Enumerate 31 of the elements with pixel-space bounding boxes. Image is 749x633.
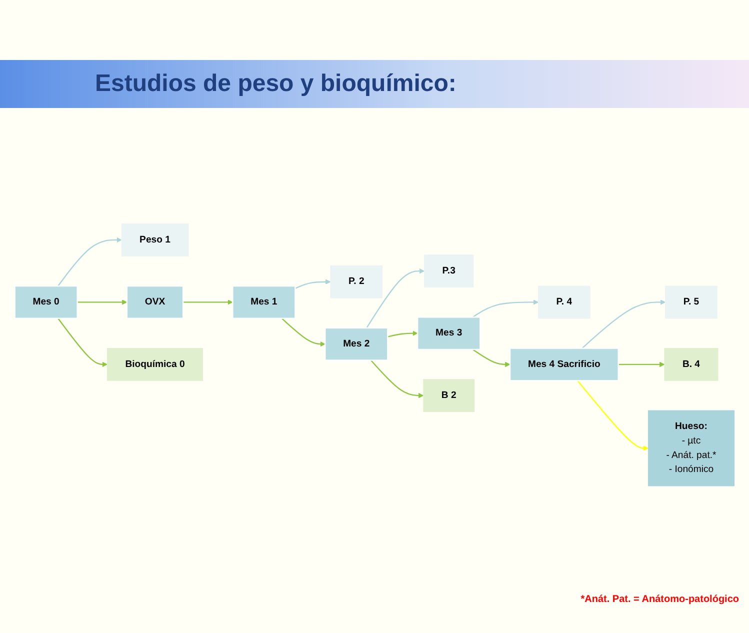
arrow	[58, 237, 122, 287]
node-box: Mes 3	[416, 316, 481, 350]
arrow	[294, 279, 331, 290]
arrow	[183, 300, 233, 305]
node-box: B. 4	[664, 348, 718, 382]
node-box: B 2	[423, 379, 475, 412]
arrow	[577, 380, 648, 451]
node-box: Mes 1	[232, 286, 296, 320]
arrow	[388, 330, 418, 338]
node-box: P.3	[424, 254, 474, 288]
node-box: Mes 2	[324, 327, 388, 361]
node-box: Peso 1	[121, 224, 189, 257]
arrow	[77, 300, 128, 305]
arrow	[472, 300, 539, 318]
node-box: Mes 0	[14, 286, 78, 320]
node-box: P. 2	[330, 266, 383, 298]
node-box: P. 5	[665, 286, 718, 319]
title-banner: Estudios de peso y bioquímico:	[0, 60, 749, 108]
arrow	[366, 268, 425, 328]
node-box: Mes 4 Sacrificio	[509, 348, 619, 382]
arrow	[618, 362, 665, 368]
node-box: Hueso: - µtc - Anát. pat.* - Ionómico	[648, 410, 734, 486]
arrow	[281, 318, 326, 347]
arrow	[58, 318, 108, 368]
arrow	[370, 360, 424, 398]
footnote: *Anát. Pat. = Anátomo-patológico	[580, 594, 739, 605]
node-box: OVX	[126, 286, 184, 320]
arrow	[472, 349, 510, 368]
node-box: Bioquímica 0	[106, 348, 204, 382]
node-box: P. 4	[538, 286, 590, 319]
arrow	[582, 300, 666, 349]
